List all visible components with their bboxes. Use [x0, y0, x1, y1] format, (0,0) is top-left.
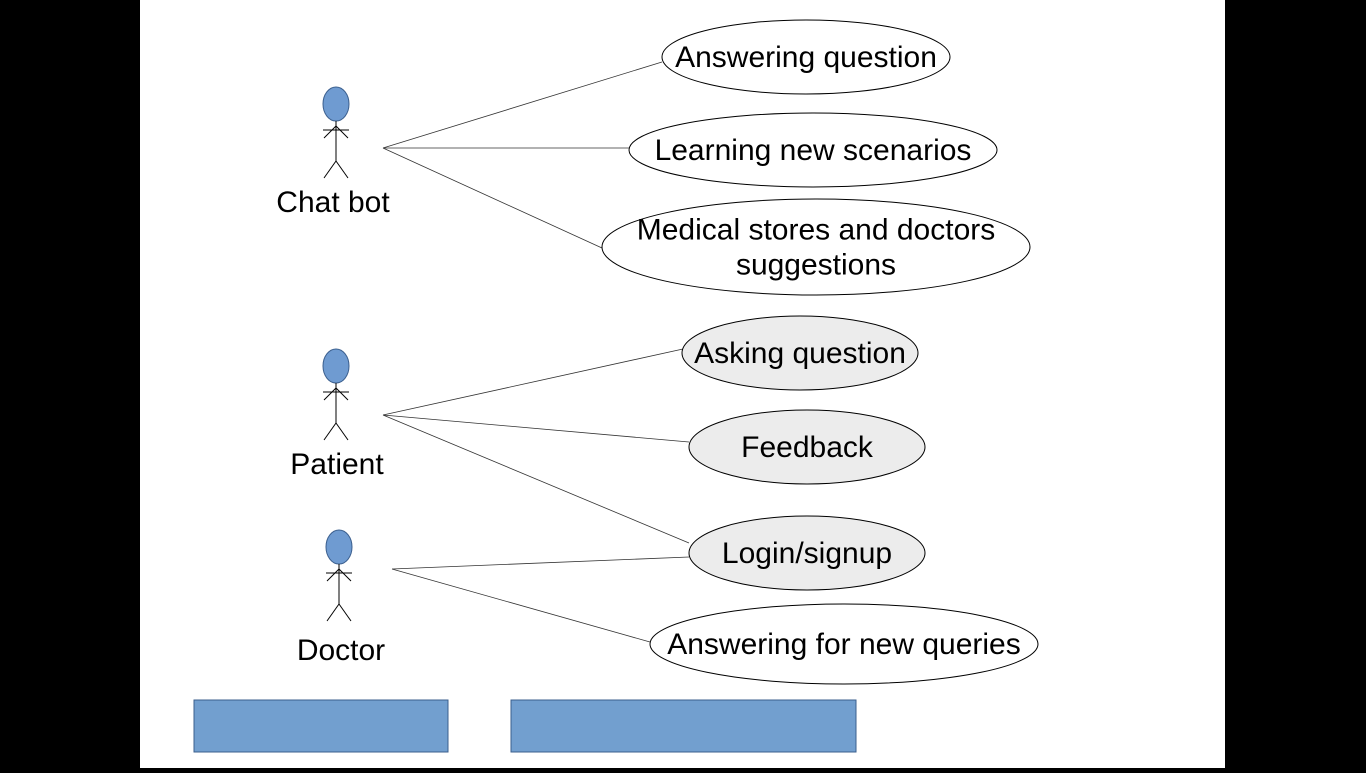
- actor-body-line: [335, 387, 349, 401]
- actor-body-line: [323, 125, 337, 139]
- actor-body-line: [323, 422, 337, 441]
- actor-label: Patient: [290, 448, 384, 481]
- actor-label: Chat bot: [276, 186, 390, 219]
- use-case-uc7: Answering for new queries: [649, 603, 1039, 685]
- use-case-ellipse: [601, 198, 1031, 296]
- actor-doctor: Doctor: [297, 529, 385, 667]
- use-case-ellipse: [628, 112, 998, 188]
- use-case-label: Learning new scenarios: [655, 134, 972, 167]
- actor-body-line: [335, 125, 349, 139]
- association-patient-uc6: [382, 414, 690, 544]
- blue-rectangle-right: [510, 699, 857, 753]
- use-case-ellipse: [681, 315, 919, 391]
- actor-body-line: [335, 422, 349, 441]
- use-case-ellipse: [649, 603, 1039, 685]
- use-case-ellipse: [688, 409, 926, 485]
- use-case-label: Login/signup: [722, 537, 892, 570]
- use-case-label: suggestions: [736, 249, 896, 282]
- actor-body-line: [326, 568, 340, 582]
- use-case-label: Asking question: [694, 337, 906, 370]
- use-case-uc4: Asking question: [681, 315, 919, 391]
- use-case-ellipse: [661, 19, 951, 95]
- actor-chatbot: Chat bot: [276, 86, 390, 219]
- actor-body-line: [323, 387, 337, 401]
- use-case-uc5: Feedback: [688, 409, 926, 485]
- use-case-label: Answering question: [675, 41, 937, 74]
- association-doctor-uc6: [391, 556, 690, 570]
- actor-label: Doctor: [297, 634, 385, 667]
- association-patient-uc4: [382, 348, 684, 416]
- use-case-label: Feedback: [741, 431, 874, 464]
- actor-body-line: [335, 160, 349, 179]
- blue-rectangle-left: [193, 699, 449, 753]
- actor-head-icon: [322, 348, 350, 384]
- use-case-ellipse: [688, 515, 926, 591]
- actor-patient: Patient: [290, 348, 384, 481]
- use-case-uc1: Answering question: [661, 19, 951, 95]
- actor-body-line: [323, 160, 337, 179]
- association-chatbot-uc1: [382, 61, 663, 149]
- association-doctor-uc7: [391, 568, 651, 643]
- actor-head-icon: [322, 86, 350, 122]
- association-patient-uc5: [382, 414, 690, 443]
- actor-body-line: [338, 568, 352, 582]
- use-case-label: Answering for new queries: [667, 628, 1021, 661]
- use-case-uc2: Learning new scenarios: [628, 112, 998, 188]
- use-case-uc6: Login/signup: [688, 515, 926, 591]
- actor-body-line: [338, 603, 352, 622]
- actor-body-line: [326, 603, 340, 622]
- use-case-label: Medical stores and doctors: [637, 214, 996, 247]
- actor-head-icon: [325, 529, 353, 565]
- association-chatbot-uc3: [382, 147, 603, 249]
